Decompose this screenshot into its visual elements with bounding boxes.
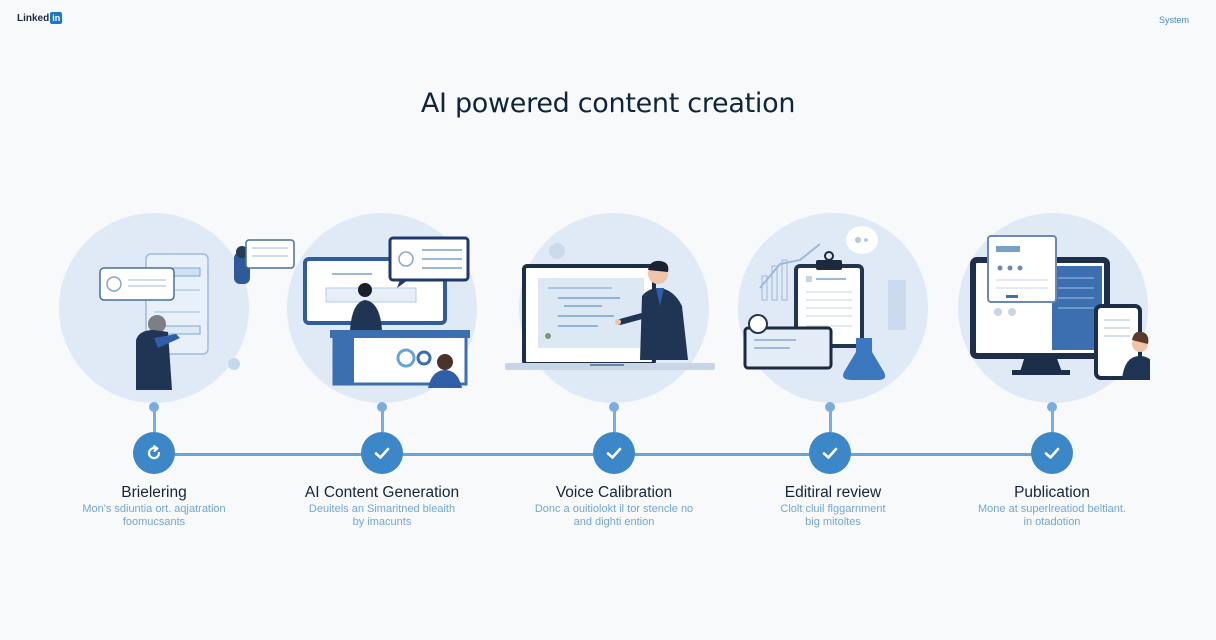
step-title: Editiral review	[784, 484, 882, 501]
top-bar: Linked in System	[0, 0, 1216, 40]
briefing-illustration	[99, 239, 295, 390]
description-line: foomucsants	[122, 516, 186, 528]
step-description: Mone at superlreatiod beltiant. in otado…	[932, 503, 1172, 529]
status-node[interactable]	[809, 432, 851, 474]
step-voice-calibration: Voice Calibration Donc a ouitiolokt il t…	[494, 0, 734, 640]
description-line: big mitoltes	[805, 516, 861, 528]
description-line: Mon's sdiuntia ort. aqjatration	[82, 503, 226, 515]
description-line: Mone at superlreatiod beltiant.	[978, 503, 1126, 515]
logo-badge: in	[50, 12, 63, 24]
step-title: AI Content Generation	[304, 484, 460, 501]
description-line: Deuitels an Simaritned bleaith	[308, 503, 456, 515]
timeline-connector	[1050, 406, 1054, 432]
step-title: Voice Calibration	[555, 484, 673, 501]
step-publication: Publication Mone at superlreatiod beltia…	[932, 0, 1172, 640]
step-description: Mon's sdiuntia ort. aqjatration foomucsa…	[34, 503, 274, 529]
description-line: and dighti ention	[573, 516, 655, 528]
step-description: Deuitels an Simaritned bleaith by imacun…	[262, 503, 502, 529]
status-node[interactable]	[133, 432, 175, 474]
publication-illustration	[970, 235, 1150, 380]
voice-calibration-illustration	[505, 243, 715, 370]
check-icon	[374, 447, 390, 459]
timeline-connector	[612, 406, 616, 432]
status-node[interactable]	[361, 432, 403, 474]
step-editorial-review: Editiral review Clolt cluil flggarnment …	[710, 0, 950, 640]
refresh-icon	[147, 445, 161, 460]
check-icon	[822, 447, 838, 459]
timeline-connector	[152, 406, 156, 432]
content-generation-illustration	[303, 236, 470, 388]
logo-text: Linked	[17, 12, 50, 24]
description-line: in otadotion	[1023, 516, 1081, 528]
step-description: Donc a ouitiolokt il tor stencle no and …	[494, 503, 734, 529]
step-ai-content-generation: AI Content Generation Deuitels an Simari…	[262, 0, 502, 640]
editorial-review-illustration	[743, 226, 906, 380]
status-node[interactable]	[593, 432, 635, 474]
description-line: Clolt cluil flggarnment	[780, 503, 886, 515]
timeline-connector	[380, 406, 384, 432]
page-title: AI powered content creation	[420, 88, 796, 119]
linkedin-logo[interactable]: Linked in	[17, 12, 63, 24]
description-line: by imacunts	[352, 516, 412, 528]
timeline-connector	[828, 406, 832, 432]
step-briefing: Brielering Mon's sdiuntia ort. aqjatrati…	[34, 0, 295, 640]
check-icon	[606, 447, 622, 459]
status-node[interactable]	[1031, 432, 1073, 474]
check-icon	[1044, 447, 1060, 459]
step-title: Publication	[1014, 484, 1090, 501]
system-link[interactable]: System	[1158, 15, 1189, 25]
description-line: Donc a ouitiolokt il tor stencle no	[534, 503, 694, 515]
step-description: Clolt cluil flggarnment big mitoltes	[713, 503, 953, 529]
step-title: Brielering	[121, 484, 187, 501]
